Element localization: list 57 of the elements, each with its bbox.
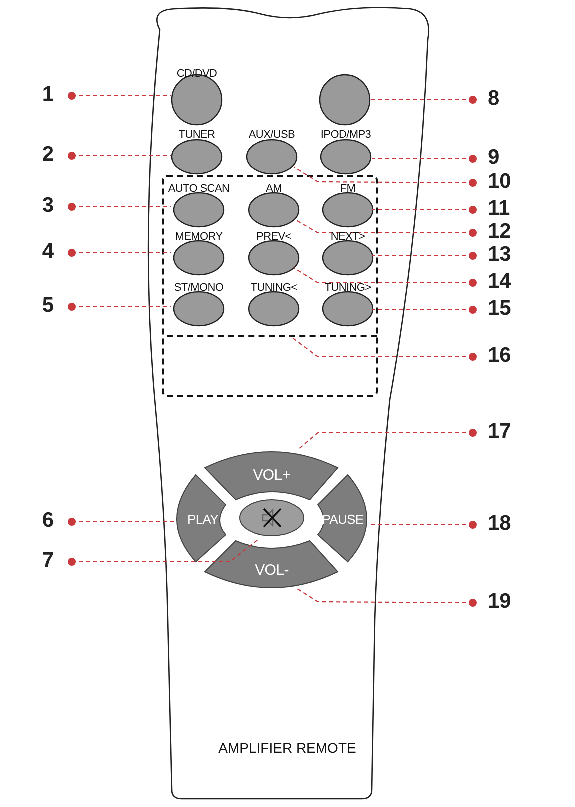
button-label: TUNER <box>178 129 216 141</box>
callout-number: 12 <box>488 220 512 244</box>
button-label: PLAY <box>186 512 220 527</box>
callout-number: 19 <box>488 590 512 614</box>
callout-number: 13 <box>488 243 512 267</box>
button-label: VOL- <box>254 562 290 579</box>
callout-number: 10 <box>488 170 512 194</box>
callout-number: 5 <box>42 294 54 318</box>
leader-line <box>68 540 258 566</box>
callout-number: 18 <box>488 512 512 536</box>
leader-line <box>372 306 477 314</box>
callout-number: 16 <box>488 344 512 368</box>
leader-line <box>294 166 477 187</box>
leader-line <box>294 218 477 237</box>
button-label: PREV< <box>256 231 292 243</box>
leader-line <box>68 92 171 100</box>
button-label: NEXT> <box>330 231 366 243</box>
leader-line <box>68 303 171 311</box>
leader-line <box>290 336 477 361</box>
callout-number: 15 <box>488 297 512 321</box>
button-label: AUTO SCAN <box>167 183 231 195</box>
leader-line <box>372 252 477 260</box>
leader-line <box>68 518 176 526</box>
callout-number: 3 <box>42 194 54 218</box>
button-label: IPOD/MP3 <box>320 129 372 141</box>
leader-line <box>68 203 171 211</box>
leader-line <box>370 96 477 104</box>
callout-number: 1 <box>42 83 54 107</box>
callout-number: 2 <box>42 143 54 167</box>
button-label: AM <box>265 183 283 195</box>
button-label: ST/MONO <box>173 282 225 294</box>
leader-line <box>68 249 171 257</box>
callout-number: 4 <box>42 240 54 264</box>
callout-number: 9 <box>488 146 500 170</box>
callout-number: 6 <box>42 509 54 533</box>
callout-number: 7 <box>42 549 54 573</box>
button-label: TUNING> <box>324 282 372 294</box>
dashed-panel <box>162 175 378 397</box>
leader-line <box>294 268 477 287</box>
button-label: TUNING< <box>250 282 298 294</box>
button-label: CD/DVD <box>176 68 218 80</box>
button-label: PAUSE <box>321 512 365 527</box>
leader-line <box>298 429 477 450</box>
button-label: MEMORY <box>174 231 224 243</box>
callout-number: 8 <box>488 87 500 111</box>
callout-number: 17 <box>488 420 512 444</box>
button-label: FM <box>339 183 357 195</box>
button-label: VOL+ <box>252 467 292 484</box>
leader-line <box>372 206 477 214</box>
leader-line <box>296 588 477 607</box>
callout-number: 11 <box>488 197 510 221</box>
button-label: AUX/USB <box>248 129 296 141</box>
remote-title: AMPLIFIER REMOTE <box>218 740 358 756</box>
leader-line <box>368 521 477 529</box>
callout-number: 14 <box>488 270 512 294</box>
leader-line <box>68 152 171 160</box>
leader-line <box>372 155 477 163</box>
